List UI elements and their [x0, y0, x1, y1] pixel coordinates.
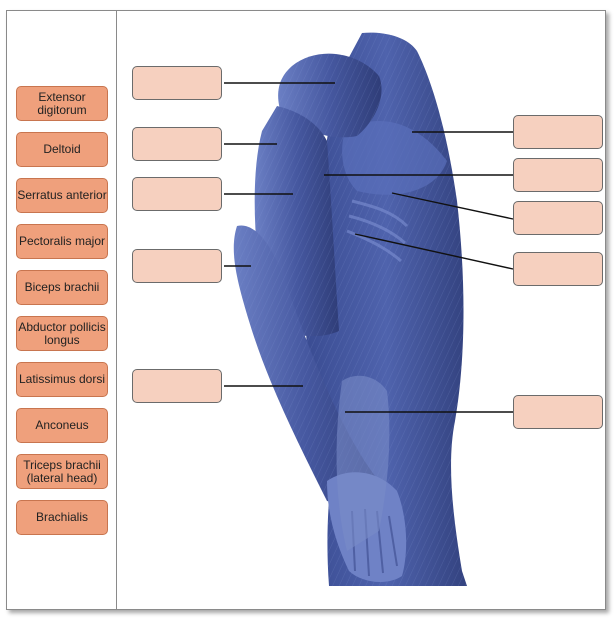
label-chip-biceps-brachii[interactable]: Biceps brachii — [16, 270, 108, 305]
muscle-specimen-image — [224, 32, 514, 587]
label-chip-deltoid[interactable]: Deltoid — [16, 132, 108, 167]
drop-target-10[interactable] — [513, 395, 603, 429]
exercise-frame: Extensor digitorum Deltoid Serratus ante… — [6, 10, 606, 610]
drop-target-1[interactable] — [132, 66, 222, 100]
label-chip-extensor-digitorum[interactable]: Extensor digitorum — [16, 86, 108, 121]
label-chip-triceps-brachii-lateral-head[interactable]: Triceps brachii (lateral head) — [16, 454, 108, 489]
drop-target-6[interactable] — [513, 115, 603, 149]
drop-target-8[interactable] — [513, 201, 603, 235]
drop-target-2[interactable] — [132, 127, 222, 161]
label-chip-latissimus-dorsi[interactable]: Latissimus dorsi — [16, 362, 108, 397]
label-chip-pectoralis-major[interactable]: Pectoralis major — [16, 224, 108, 259]
label-chip-brachialis[interactable]: Brachialis — [16, 500, 108, 535]
label-chip-abductor-pollicis-longus[interactable]: Abductor pollicis longus — [16, 316, 108, 351]
label-bank: Extensor digitorum Deltoid Serratus ante… — [7, 11, 117, 609]
drop-target-4[interactable] — [132, 249, 222, 283]
drop-target-7[interactable] — [513, 158, 603, 192]
leader-lines — [224, 82, 514, 413]
label-chip-serratus-anterior[interactable]: Serratus anterior — [16, 178, 108, 213]
drop-target-9[interactable] — [513, 252, 603, 286]
drop-target-5[interactable] — [132, 369, 222, 403]
label-chip-anconeus[interactable]: Anconeus — [16, 408, 108, 443]
diagram-area — [117, 11, 605, 609]
drop-target-3[interactable] — [132, 177, 222, 211]
